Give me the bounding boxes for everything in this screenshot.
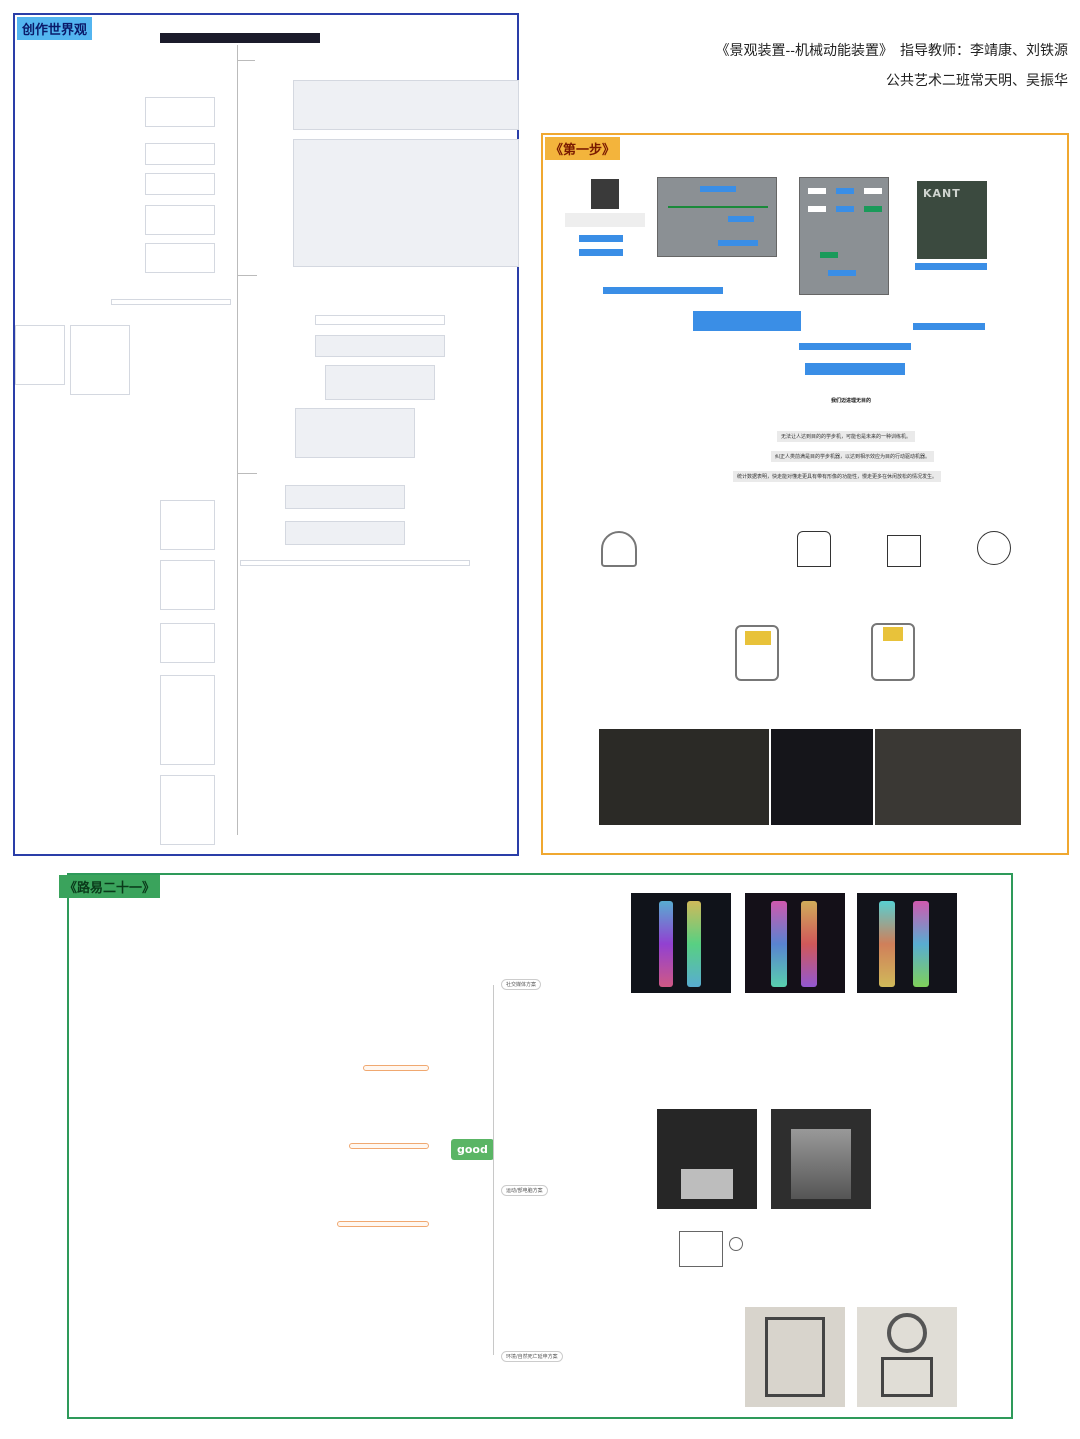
branch-sport: 运动/部电脑方案 [501,1185,548,1196]
metal-installation-photo [657,1109,757,1209]
diagram-panel [799,177,889,295]
mindmap-center-node: good [451,1139,494,1160]
gear-machine-photo [745,1307,845,1407]
branch-social: 社交媒体方案 [501,979,542,990]
flow-node-blue [913,323,985,330]
mindmap-detail-block [285,521,405,545]
step1-title: 《第一步》 [545,137,621,160]
branch-note [573,979,619,999]
mindmap-note [160,500,215,550]
road-title: 《路易二十一》 [59,875,161,898]
mindmap-note [145,97,215,127]
step1-caption-main: 我们迈进理无目的 [831,398,872,404]
mindmap-detail-block [293,80,519,130]
portrait-caption [565,213,645,227]
branch-env: 环境/自然死亡延申方案 [501,1351,563,1362]
step1-caption-line: 纠正人类前满是目的学步机器，以达到相示效应为目的行动驱动机器。 [771,451,935,462]
branch-note [565,887,605,893]
mindmap-note [145,243,215,273]
left-branch-node [349,1143,429,1149]
scene-render-photo [875,729,1021,825]
flow-node-blue [799,343,911,350]
mindmap-note [160,775,215,845]
mindmap-connector [237,60,257,61]
mindmap-node [240,560,470,566]
flow-node-blue [805,363,905,375]
mindmap-detail-block [285,485,405,509]
render-model [735,625,779,681]
mindmap-note [145,173,215,195]
step1-panel: 《第一步》 KANT 我们迈进理无目的 无法让人达到目的的学步机，可能也是未来的… [541,133,1069,855]
book-title: KANT [923,187,961,200]
mindmap-detail-block [295,408,415,458]
glow-installation-photo [857,893,957,993]
sketch-detail [729,1237,743,1251]
scene-render-photo [599,729,769,825]
worldview-title: 创作世界观 [17,17,93,40]
left-note [229,1053,289,1067]
mindmap-note [145,205,215,235]
flow-node-blue [579,249,623,256]
mindmap-detail-block [293,139,519,267]
diagram-panel [657,177,777,257]
mindmap-connector [237,275,257,276]
mindmap-trunk [237,45,238,835]
walker-sketch [797,531,831,567]
header-title: 《景观装置--机械动能装置》 指导教师：李靖康、刘铁源 [715,43,1068,59]
glow-installation-photo [631,893,731,993]
header-authors: 公共艺术二班常天明、吴振华 [886,73,1068,89]
portrait-photo [591,179,619,209]
mindmap-detail-block [315,335,445,357]
flow-node-blue [603,287,723,294]
mindmap-connector [237,473,257,474]
scene-render-photo [771,729,873,825]
branch-note [597,1359,727,1365]
mindmap-note [145,143,215,165]
flow-node-blue [915,263,987,270]
metal-installation-photo [771,1109,871,1209]
left-branch-node [363,1065,429,1071]
mindmap-node [255,55,315,62]
glow-installation-photo [745,893,845,993]
mindmap-note [160,560,215,610]
mindmap-detail-block [325,365,435,400]
left-note [177,1215,227,1235]
mindmap-note [160,675,215,765]
walker-sketch [977,531,1011,565]
mindmap-root-node [160,33,320,43]
walker-description [653,529,733,569]
kant-book-image: KANT [917,181,987,259]
flow-node-blue [579,235,623,242]
worldview-panel: 创作世界观 [13,13,519,856]
flow-node-blue [693,311,801,331]
walker-sketch [887,535,921,567]
road-panel: 《路易二十一》 good 社交媒体方案 运动/部电脑方案 环境/自然死亡延申方案 [59,873,1013,1419]
mindmap-note [15,325,65,385]
mindmap-node [111,299,231,305]
step1-caption-line: 无法让人达到目的的学步机，可能也是未来的一种训练机。 [777,431,916,442]
gear-machine-photo [857,1307,957,1407]
mindmap-note [160,623,215,663]
branch-note [579,1187,633,1201]
mindmap-trunk [493,985,494,1355]
render-model [871,623,915,681]
cube-sketch [679,1231,723,1267]
walker-photo [601,531,637,567]
mindmap-note [70,325,130,395]
left-note [141,1047,211,1069]
step1-caption-line: 统计数据表明，快走能对懂走更具有带有形像的功能性，慢走更多在休闲放松的情况发生。 [733,471,942,482]
mindmap-note [315,315,445,325]
left-note [155,1147,205,1167]
left-branch-node [337,1221,429,1227]
left-note [203,1127,263,1141]
